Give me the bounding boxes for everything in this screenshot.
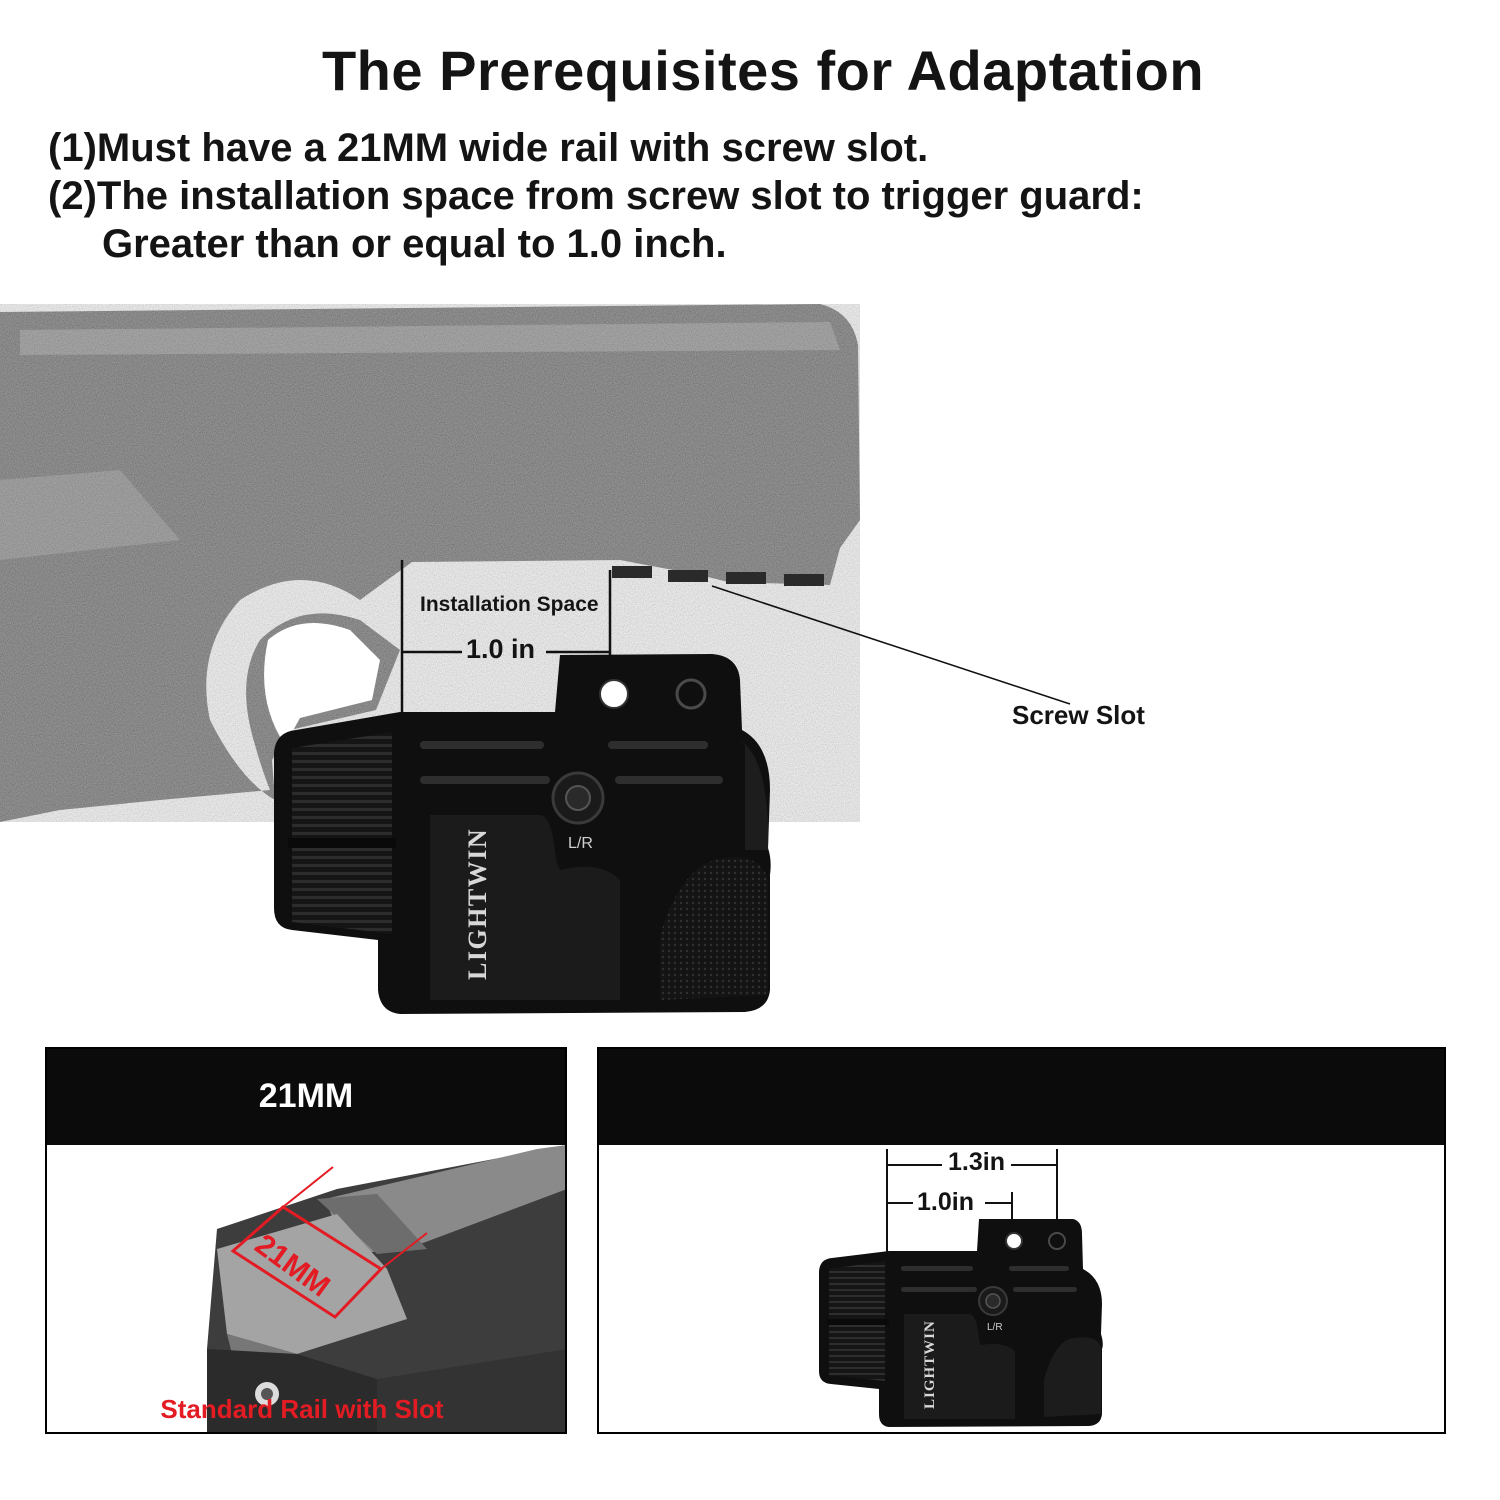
requirement-2: (2)The installation space from screw slo… — [48, 174, 1144, 218]
light-dimension-illustration: L/R LIGHTWIN — [819, 1149, 1103, 1427]
installation-space-label: Installation Space — [420, 593, 599, 616]
rail-caption: Standard Rail with Slot — [160, 1394, 444, 1424]
weapon-light-small: L/R LIGHTWIN — [819, 1219, 1103, 1427]
screw-slot-label: Screw Slot — [1012, 700, 1145, 730]
rail-closeup-illustration: 21MM — [207, 1145, 565, 1432]
rail-panel-header: 21MM — [47, 1049, 565, 1145]
page-title: The Prerequisites for Adaptation — [321, 39, 1205, 102]
pistol-silhouette — [0, 304, 860, 822]
requirement-2-detail: Greater than or equal to 1.0 inch. — [102, 222, 727, 266]
pistol-with-light-illustration: L/R LIGHTWIN — [0, 304, 1071, 1014]
rail-panel-header-label: 21MM — [258, 1077, 354, 1115]
rail-panel: 21MM 21MM Standard Rail with Slot — [45, 1047, 567, 1434]
distance-label: 1.0 in — [466, 634, 536, 664]
outer-dimension-label: 1.3in — [948, 1148, 1005, 1176]
hero-illustration: L/R LIGHTWIN — [0, 300, 1500, 1030]
weapon-light: L/R LIGHTWIN — [274, 654, 771, 1014]
brand-text: LIGHTWIN — [463, 828, 492, 980]
inner-dimension-label: 1.0in — [917, 1188, 974, 1216]
installation-space-dimension — [400, 560, 612, 712]
switch-label: L/R — [568, 835, 593, 852]
brand-text-small: LIGHTWIN — [922, 1320, 938, 1409]
dimension-lines — [886, 1149, 1058, 1254]
screw-slot-leader-line — [711, 585, 1071, 705]
dimension-panel-header — [599, 1049, 1444, 1145]
dimension-panel: L/R LIGHTWIN 1.3in 1.0in — [597, 1047, 1446, 1434]
requirement-1: (1)Must have a 21MM wide rail with screw… — [48, 126, 929, 170]
switch-label-small: L/R — [987, 1322, 1003, 1333]
